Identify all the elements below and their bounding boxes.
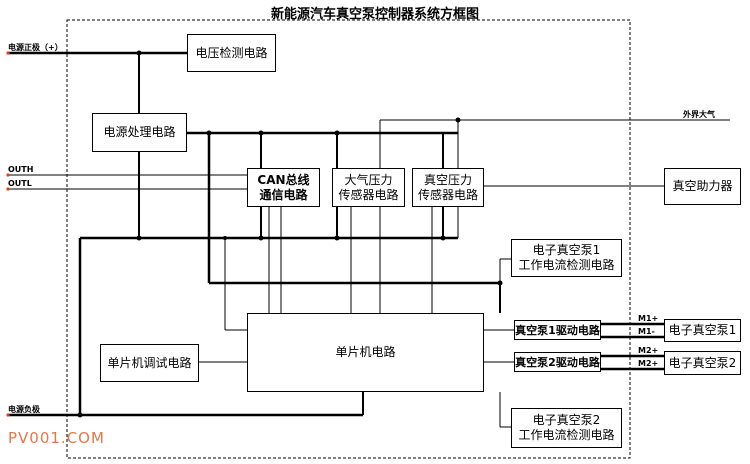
pump1-drive-block: 真空泵1驱动电路	[514, 320, 601, 340]
m2-second-label: M2+	[638, 359, 659, 368]
vacuum-booster-block: 真空助力器	[664, 168, 741, 205]
pump1-current-detect-block: 电子真空泵1 工作电流检测电路	[511, 239, 622, 277]
pump1-block: 电子真空泵1	[664, 319, 741, 342]
can-bus-block: CAN总线 通信电路	[247, 168, 320, 207]
pump2-block: 电子真空泵2	[664, 351, 741, 375]
outl-label: OUTL	[8, 179, 32, 188]
m1-plus-label: M1+	[638, 314, 659, 323]
diagram-title: 新能源汽车真空泵控制器系统方框图	[270, 7, 479, 22]
mcu-debug-block: 单片机调试电路	[100, 344, 199, 382]
atmospheric-sensor-block: 大气压力 传感器电路	[332, 168, 405, 207]
voltage-detect-block: 电压检测电路	[187, 34, 276, 72]
controller-enclosure	[66, 19, 631, 459]
power-negative-label: 电源负极	[8, 405, 40, 414]
m1-minus-label: M1-	[638, 327, 655, 336]
vacuum-sensor-block: 真空压力 传感器电路	[412, 168, 484, 207]
pump2-current-detect-block: 电子真空泵2 工作电流检测电路	[511, 408, 622, 448]
mcu-block: 单片机电路	[247, 313, 484, 392]
m2-plus-label: M2+	[638, 346, 659, 355]
power-processing-block: 电源处理电路	[92, 113, 187, 152]
pump2-drive-block: 真空泵2驱动电路	[514, 352, 601, 372]
watermark: PV001.COM	[8, 429, 105, 447]
outh-label: OUTH	[8, 165, 34, 174]
outside-air-label: 外界大气	[683, 110, 715, 119]
power-positive-label: 电源正极（+）	[8, 43, 63, 52]
